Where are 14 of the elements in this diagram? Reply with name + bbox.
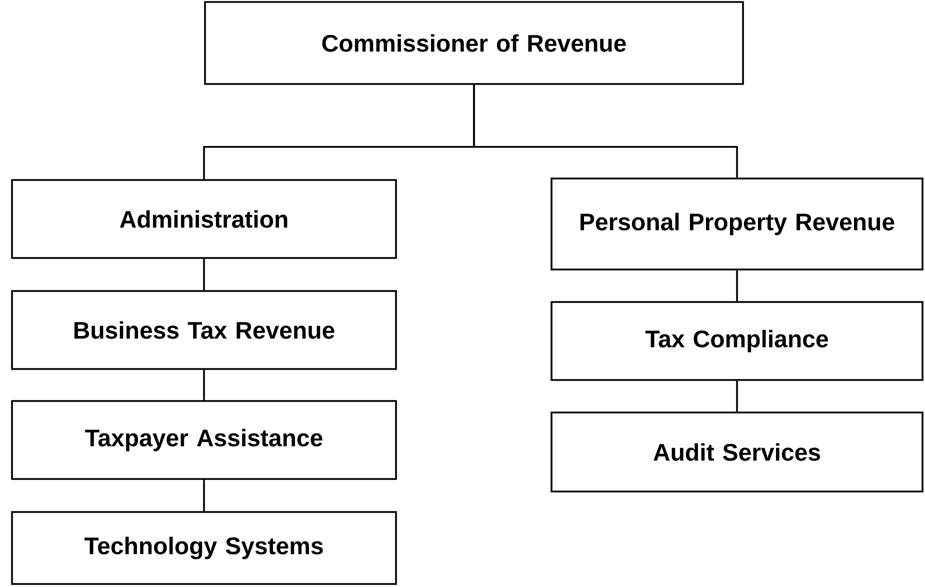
org-box: Personal Property Revenue (550, 178, 924, 270)
org-box: Tax Compliance (550, 301, 924, 381)
org-box: Audit Services (550, 412, 924, 492)
org-box: Administration (11, 179, 397, 259)
connector-line (736, 270, 738, 302)
org-box: Commissioner of Revenue (204, 1, 744, 85)
connector-line (473, 84, 738, 178)
org-box: Business Tax Revenue (11, 290, 397, 370)
org-box: Technology Systems (11, 511, 397, 585)
connector-line (203, 258, 205, 290)
connector-line (203, 370, 205, 400)
connector-line (203, 480, 205, 512)
connector-line (736, 380, 738, 412)
org-box: Taxpayer Assistance (11, 400, 397, 480)
